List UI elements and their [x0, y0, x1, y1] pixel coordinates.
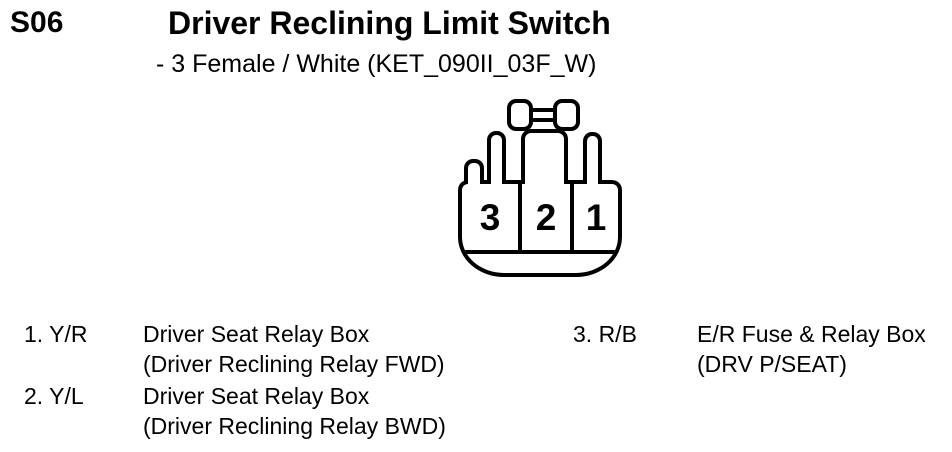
pin-destination-detail: (DRV P/SEAT) [697, 351, 847, 377]
pin-number-1: 1 [585, 197, 607, 238]
index-rib-right [583, 132, 602, 184]
latch-bar [530, 108, 558, 122]
pin-destination-line: E/R Fuse & Relay Box [697, 321, 926, 347]
cavity-divider [570, 184, 574, 254]
latch-base [521, 129, 568, 184]
pin-label-1: 1. Y/R [24, 321, 88, 347]
page-title: Driver Reclining Limit Switch [168, 5, 611, 41]
cavity-divider [518, 184, 522, 254]
pin-destination-line: Driver Seat Relay Box [143, 321, 370, 347]
connector-subtitle: - 3 Female / White (KET_090II_03F_W) [156, 50, 597, 78]
pin-destination-3: E/R Fuse & Relay Box (DRV P/SEAT) [697, 319, 926, 379]
pin-label-2: 2. Y/L [24, 383, 84, 409]
pin-destination-detail: (Driver Reclining Relay BWD) [143, 413, 446, 439]
latch-knob-left [507, 99, 533, 131]
pin-destination-line: Driver Seat Relay Box [143, 383, 370, 409]
connector-diagram: 3 2 1 [440, 95, 650, 290]
pin-number-3: 3 [479, 197, 501, 238]
latch-knob-right [553, 99, 580, 131]
pin-label-3: 3. R/B [573, 321, 637, 347]
index-rib-left [487, 131, 506, 184]
connector-body: 3 2 1 [458, 180, 622, 277]
connector-id: S06 [10, 6, 64, 39]
pin-destination-2: Driver Seat Relay Box (Driver Reclining … [143, 381, 446, 441]
pin-number-2: 2 [535, 197, 557, 238]
index-tab-left [464, 159, 484, 184]
cavity-floor-line [462, 250, 618, 254]
pin-destination-1: Driver Seat Relay Box (Driver Reclining … [143, 319, 445, 379]
pin-destination-detail: (Driver Reclining Relay FWD) [143, 351, 445, 377]
